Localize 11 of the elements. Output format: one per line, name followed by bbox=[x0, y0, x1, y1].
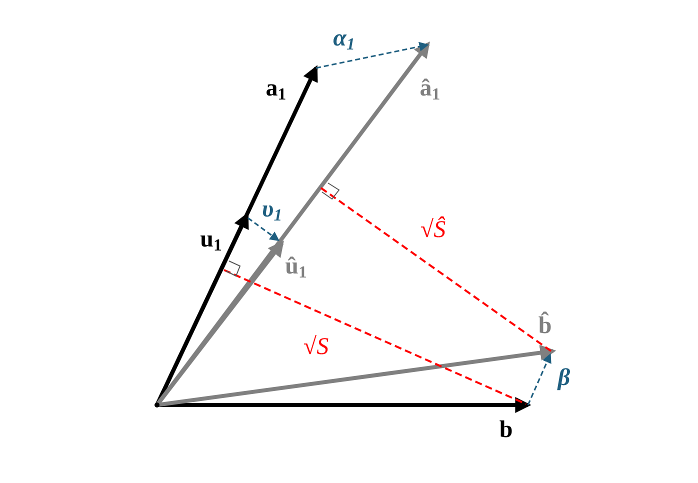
vector-label: b bbox=[499, 418, 513, 442]
distance-label: √Ŝ bbox=[420, 218, 446, 242]
vector-label: b̂ bbox=[538, 314, 552, 338]
vector-label: υ$_{1}$ bbox=[262, 198, 282, 224]
vector-label: û$_{1}$ bbox=[285, 254, 307, 282]
vector-label: β bbox=[558, 366, 570, 390]
distance-label: √S bbox=[303, 335, 329, 359]
vector-label: u$_{1}$ bbox=[200, 228, 222, 254]
vector-label: â$_{1}$ bbox=[420, 76, 440, 104]
vector-label: a$_{1}$ bbox=[266, 76, 286, 104]
vector-label: α$_{1}$ bbox=[333, 26, 355, 54]
